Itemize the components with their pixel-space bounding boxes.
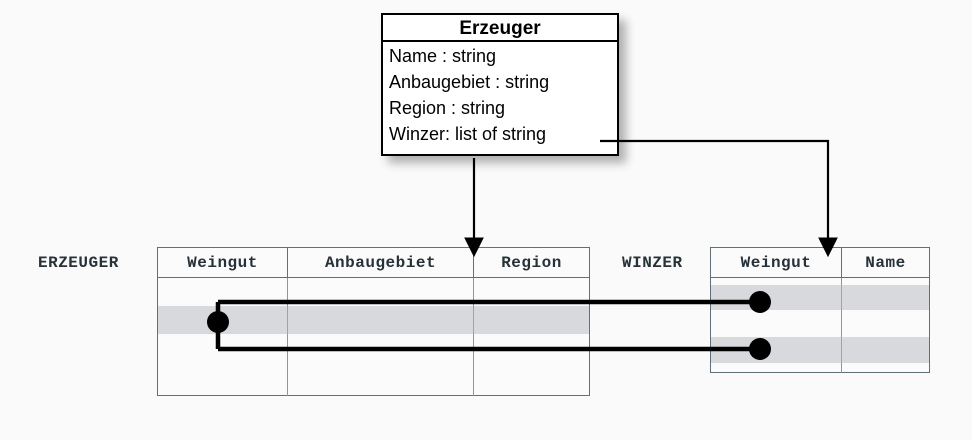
table-row[interactable] — [158, 362, 589, 396]
table-cell — [474, 306, 589, 334]
table-cell — [158, 362, 288, 396]
column-header-region: Region — [501, 253, 562, 272]
column-header-weingut: Weingut — [711, 248, 842, 277]
table-cell — [158, 278, 288, 306]
table-body-winzer — [710, 278, 930, 373]
table-row[interactable] — [158, 306, 589, 334]
table-row[interactable] — [711, 310, 929, 337]
table-label-winzer: WINZER — [622, 254, 683, 272]
table-cell — [842, 278, 929, 285]
table-header-row-winzer: Weingut Name — [710, 247, 930, 278]
table-row-spacer — [711, 278, 929, 285]
table-cell — [711, 363, 842, 373]
table-row[interactable] — [158, 334, 589, 362]
table-cell — [288, 334, 474, 362]
table-erzeuger: Weingut Anbaugebiet Region — [157, 247, 590, 396]
table-cell — [474, 278, 589, 306]
table-cell — [711, 310, 842, 337]
column-header-anbaugebiet: Anbaugebiet — [288, 248, 474, 277]
uml-attribute: Name : string — [389, 46, 497, 66]
table-header-row-erzeuger: Weingut Anbaugebiet Region — [157, 247, 590, 278]
table-cell — [711, 285, 842, 310]
column-header-name: Name — [865, 253, 906, 272]
uml-attribute-list: Name : string Anbaugebiet : string Regio… — [383, 42, 617, 147]
table-row[interactable] — [711, 285, 929, 310]
table-cell — [842, 337, 929, 363]
table-winzer: Weingut Name — [710, 247, 930, 373]
column-header-weingut: Weingut — [158, 248, 288, 277]
table-cell — [711, 337, 842, 363]
table-cell — [288, 306, 474, 334]
table-cell — [288, 362, 474, 396]
table-cell — [158, 334, 288, 362]
table-row[interactable] — [158, 278, 589, 306]
uml-attribute: Anbaugebiet : string — [389, 72, 550, 92]
table-row[interactable] — [711, 337, 929, 363]
table-cell — [842, 285, 929, 310]
arrow-down-icon-to-winzer — [600, 139, 838, 258]
uml-class-erzeuger: Erzeuger Name : string Anbaugebiet : str… — [381, 13, 619, 156]
uml-attribute: Winzer: list of string — [389, 124, 547, 144]
table-label-erzeuger: ERZEUGER — [38, 254, 119, 272]
table-body-erzeuger — [157, 278, 590, 396]
table-cell — [711, 278, 842, 285]
table-row-spacer — [711, 363, 929, 373]
table-cell — [842, 310, 929, 337]
table-cell — [474, 334, 589, 362]
uml-attribute: Region : string — [389, 98, 506, 118]
table-cell — [474, 362, 589, 396]
uml-class-name: Erzeuger — [383, 15, 617, 42]
table-cell — [842, 363, 929, 373]
table-cell — [288, 278, 474, 306]
table-cell — [158, 306, 288, 334]
